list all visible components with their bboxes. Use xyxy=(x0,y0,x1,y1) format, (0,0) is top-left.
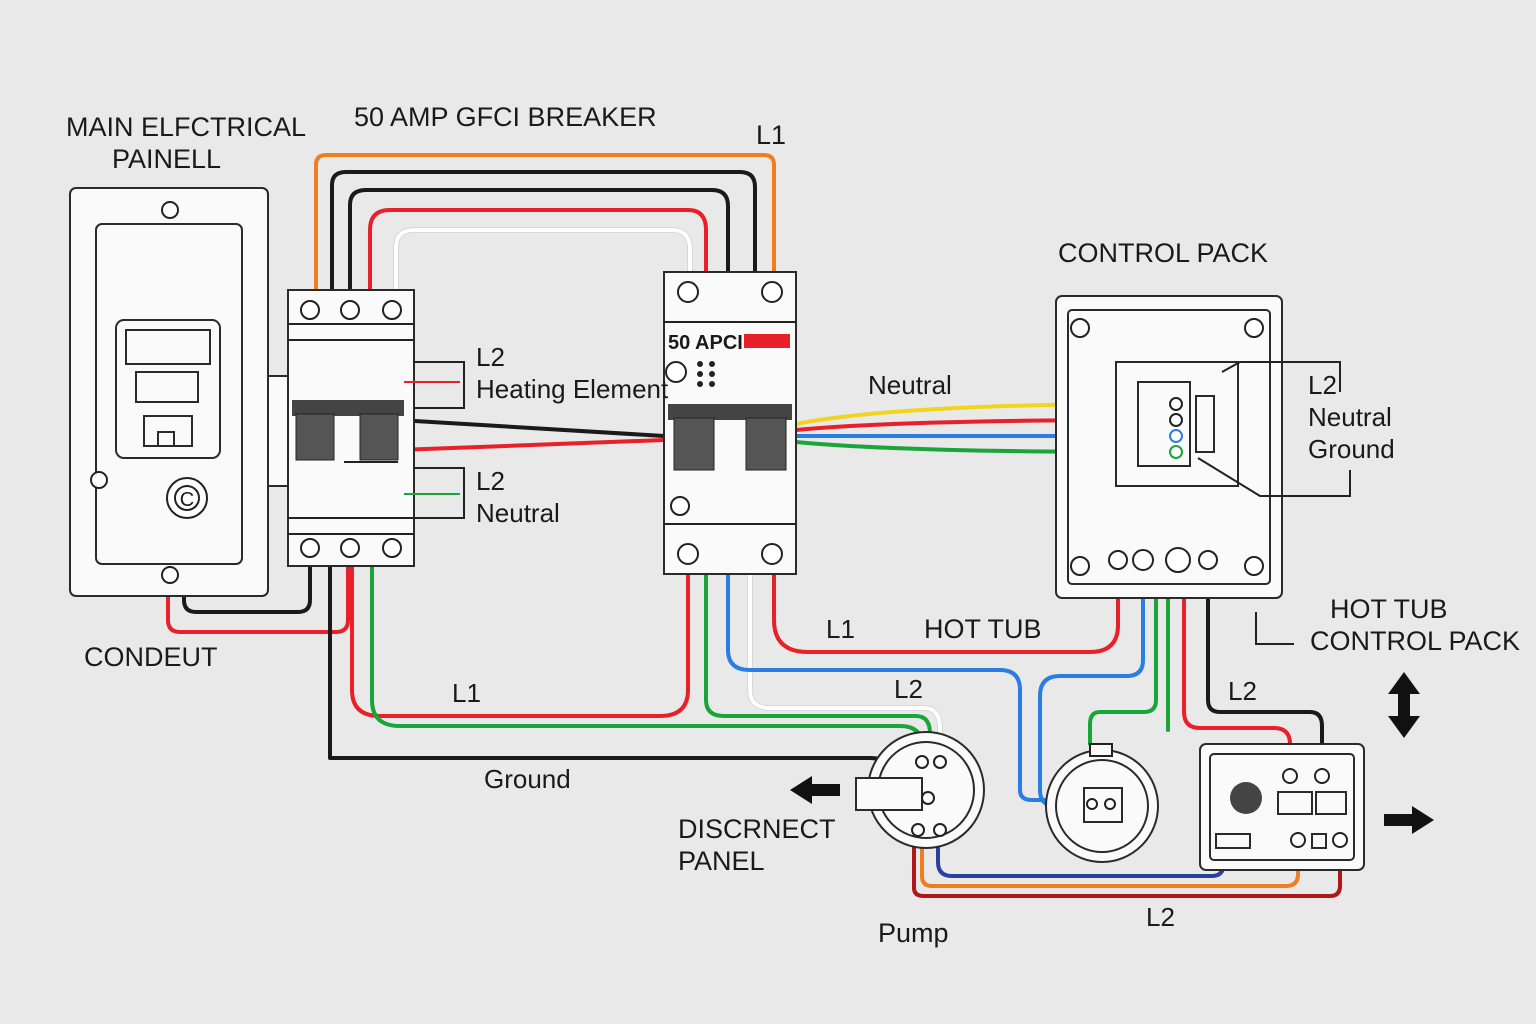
l2-mid-label: L2 xyxy=(894,674,923,704)
l1-top-label: L1 xyxy=(756,120,786,150)
disconnect-label-1: DISCRNECT xyxy=(678,814,836,844)
wire-black-conduit xyxy=(182,498,312,614)
l2-right-label: L2 xyxy=(1228,676,1257,706)
l2-bottom-label: L2 xyxy=(1146,902,1175,932)
wire-white-top xyxy=(394,228,692,304)
arrow-left-icon xyxy=(790,776,840,804)
wire-red-cp-down xyxy=(1182,568,1292,772)
hot-tub-label: HOT TUB xyxy=(924,614,1042,644)
l2-heating-label: L2 xyxy=(476,342,505,372)
left-breaker-bottom-terminals xyxy=(300,538,402,558)
disconnect-device xyxy=(855,731,985,849)
right-neutral-label: Neutral xyxy=(1308,402,1392,432)
outlet-device xyxy=(1045,743,1159,863)
wire-green-cp-down xyxy=(1088,568,1158,746)
wire-blue-gfci xyxy=(726,573,1084,802)
heating-element-label: Heating Element xyxy=(476,374,669,404)
main-panel-title-1: MAIN ELFCTRICAL xyxy=(66,112,306,142)
wire-white-gfci xyxy=(748,573,942,762)
wire-black-top-inner xyxy=(348,188,730,304)
control-pack xyxy=(1055,295,1351,645)
wire-red-gfci-cp xyxy=(772,568,1120,654)
condeut-label: CONDEUT xyxy=(84,642,218,672)
wires xyxy=(166,153,1342,898)
main-panel-symbol: C xyxy=(180,489,194,511)
hot-tub-control-box xyxy=(1199,743,1365,871)
control-pack-terminals xyxy=(1108,547,1218,573)
wire-green-ground xyxy=(370,563,924,762)
wire-red-top xyxy=(368,208,708,304)
disconnect-label-2: PANEL xyxy=(678,846,765,876)
gfci-breaker xyxy=(663,271,797,575)
neutral-left-label: Neutral xyxy=(476,498,560,528)
control-pack-title: CONTROL PACK xyxy=(1058,238,1268,268)
l1-bottom-label: L1 xyxy=(452,678,481,708)
breaker-label: 50 APCI xyxy=(668,332,743,354)
wire-blue-cp-down xyxy=(1038,568,1145,808)
wire-black-cp-down xyxy=(1206,568,1324,772)
l1-mid-label: L1 xyxy=(826,614,855,644)
ground-label: Ground xyxy=(484,764,571,794)
left-breaker xyxy=(267,289,465,567)
gfci-title: 50 AMP GFCI BREAKER xyxy=(354,102,657,132)
hot-tub-control-label-1: HOT TUB xyxy=(1330,594,1448,624)
wire-orange-top xyxy=(314,153,776,304)
l2-neutral-label: L2 xyxy=(476,466,505,496)
wire-red-mid xyxy=(396,438,666,452)
left-breaker-top-terminals xyxy=(300,300,402,320)
wire-orange-bottom xyxy=(920,834,1300,888)
wire-darkred-bottom xyxy=(912,834,1342,898)
arrow-updown-icon xyxy=(1388,672,1420,738)
wire-red-conduit xyxy=(166,553,350,634)
pump-label: Pump xyxy=(878,918,949,948)
wire-black-ground xyxy=(328,558,897,777)
wire-red-l1-bottom xyxy=(350,558,690,718)
right-l2-label: L2 xyxy=(1308,370,1337,400)
gfci-dots xyxy=(665,361,715,387)
right-ground-label: Ground xyxy=(1308,434,1395,464)
wire-black-mid xyxy=(396,418,666,438)
wire-green-gfci xyxy=(704,573,932,762)
neutral-mid-label: Neutral xyxy=(868,370,952,400)
wire-black-top-outer xyxy=(330,170,757,304)
hot-tub-control-label-2: CONTROL PACK xyxy=(1310,626,1520,656)
gfci-red-flag xyxy=(744,334,790,348)
main-panel-title-2: PAINELL xyxy=(112,144,221,174)
arrow-right-icon xyxy=(1384,806,1434,834)
main-electrical-panel: C xyxy=(69,187,269,597)
